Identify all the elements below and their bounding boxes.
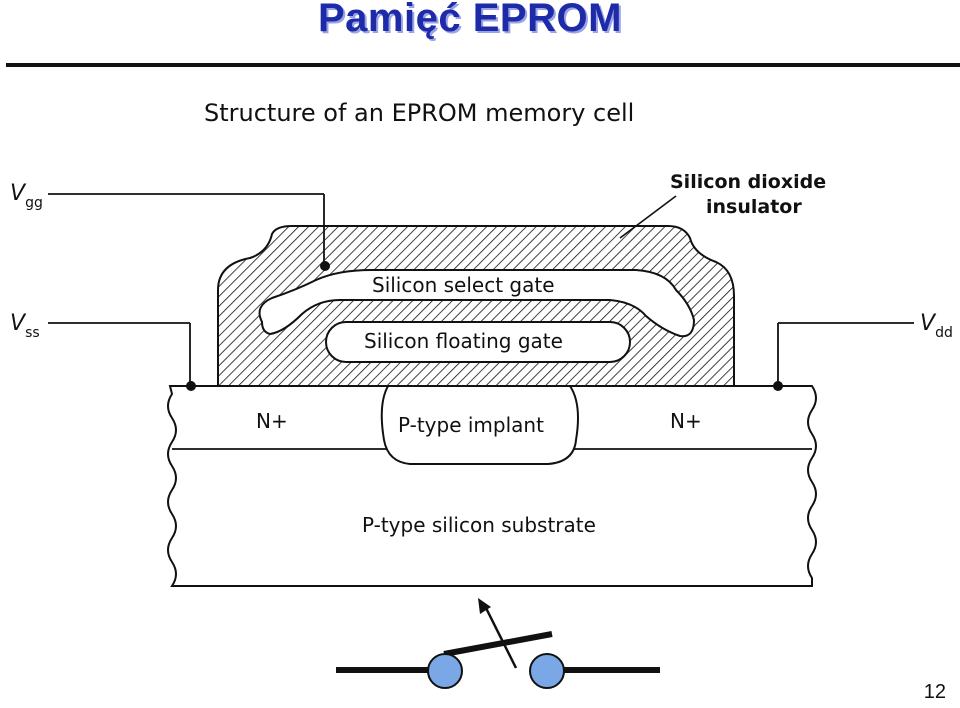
oxide-callout-line — [619, 195, 677, 239]
select-gate-label: Silicon select gate — [372, 273, 555, 297]
slide-title: Pamięć EPROM — [318, 0, 622, 40]
switch-contact-right — [529, 653, 565, 689]
switch-arrow-shaft — [482, 603, 518, 669]
p-implant-label: P-type implant — [398, 413, 544, 437]
substrate-label: P-type silicon substrate — [362, 513, 596, 537]
page-number: 12 — [923, 681, 946, 703]
switch-symbol — [336, 598, 660, 689]
floating-gate-label: Silicon floating gate — [364, 329, 563, 353]
p-implant-region — [380, 385, 579, 465]
select-gate — [258, 269, 696, 338]
diagram-caption: Structure of an EPROM memory cell — [204, 99, 634, 127]
vgg-contact-dot — [320, 261, 330, 271]
switch-arrow-head — [478, 598, 491, 614]
vdd-label: Vdd — [920, 311, 953, 341]
vgg-label: Vgg — [10, 181, 43, 211]
substrate-block — [167, 385, 817, 587]
vdd-contact-dot — [773, 381, 783, 391]
switch-contact-left — [427, 653, 463, 689]
switch-blade — [443, 631, 553, 657]
vss-contact-dot — [186, 381, 196, 391]
vss-label: Vss — [10, 311, 40, 341]
n-plus-left-label: N+ — [256, 409, 288, 433]
n-plus-right-label: N+ — [670, 409, 702, 433]
floating-gate — [325, 321, 631, 363]
oxide-label-line2: insulator — [706, 196, 802, 218]
title-divider — [6, 63, 960, 67]
oxide-label-line1: Silicon dioxide — [670, 171, 826, 193]
